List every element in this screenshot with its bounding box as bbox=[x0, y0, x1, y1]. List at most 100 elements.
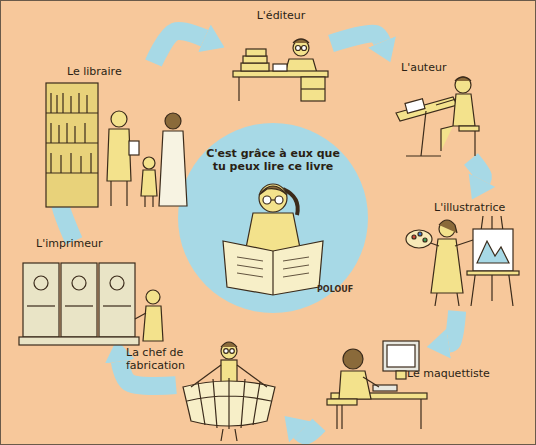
reader-illustration-part bbox=[263, 196, 271, 204]
layout-artist-illustration-part bbox=[341, 405, 342, 429]
production-manager-illustration-part bbox=[221, 342, 237, 347]
flow-arrow bbox=[471, 159, 483, 180]
author-illustration-part bbox=[436, 99, 456, 105]
reader-illustration-part bbox=[283, 189, 298, 215]
bookseller-illustration-part bbox=[126, 181, 127, 206]
bookseller-illustration-part bbox=[152, 196, 153, 207]
illustrator-illustration-part bbox=[418, 232, 422, 236]
printer-illustration-part bbox=[72, 276, 86, 290]
role-station: L'illustratrice bbox=[406, 201, 526, 311]
editor-illustration-part bbox=[241, 63, 269, 71]
editor-illustration-part bbox=[233, 71, 328, 77]
illustrator-illustration-part bbox=[406, 230, 432, 248]
bookseller-illustration-part bbox=[144, 196, 145, 207]
production-manager-illustration-part bbox=[230, 349, 235, 354]
layout-artist-illustration-part bbox=[343, 349, 363, 369]
printer-illustration-part bbox=[110, 276, 124, 290]
illustrator-illustration-part bbox=[473, 229, 513, 271]
production-manager-illustration-part bbox=[235, 429, 237, 441]
bookseller-illustration-part bbox=[110, 181, 111, 206]
bookseller-illustration-part bbox=[141, 170, 157, 196]
layout-artist-illustration-part bbox=[420, 399, 421, 429]
reader-illustration-part bbox=[243, 213, 303, 263]
production-manager-illustration-part bbox=[183, 381, 275, 426]
illustrator-illustration-part bbox=[477, 241, 509, 263]
author-illustration-part bbox=[459, 126, 479, 131]
editor-illustration-part bbox=[273, 64, 287, 71]
editor-illustration-part bbox=[285, 59, 317, 73]
layout-artist-illustration-part bbox=[339, 371, 371, 399]
editor-illustration-part bbox=[293, 40, 309, 56]
bookseller-illustration-part bbox=[107, 129, 131, 181]
printer-illustration-part bbox=[135, 313, 146, 319]
illustrator-illustration bbox=[406, 216, 519, 306]
reader-illustration-part bbox=[237, 257, 309, 277]
layout-artist-illustration bbox=[327, 341, 427, 429]
reader-illustration-part bbox=[259, 186, 287, 195]
layout-artist-illustration-part bbox=[373, 385, 397, 391]
printer-illustration-part bbox=[19, 337, 139, 345]
message-text: C'est grâce à eux que tu peux lire ce li… bbox=[200, 147, 346, 173]
author-illustration-part bbox=[405, 99, 425, 113]
flow-arrow bbox=[59, 191, 74, 241]
author-illustration-part bbox=[421, 111, 426, 156]
illustrator-illustration-part bbox=[455, 239, 476, 246]
reader-illustration-part bbox=[223, 241, 323, 295]
author-illustration-part bbox=[455, 77, 471, 81]
printer-illustration-part bbox=[61, 263, 97, 337]
layout-artist-illustration-part bbox=[331, 393, 427, 399]
bookseller-illustration-part bbox=[46, 83, 98, 207]
role-label: L'auteur bbox=[401, 61, 471, 74]
role-label: Le libraire bbox=[67, 65, 157, 78]
editor-illustration bbox=[233, 39, 328, 101]
role-station: L'auteur bbox=[389, 59, 484, 159]
illustrator-illustration-part bbox=[467, 271, 519, 275]
editor-illustration-part bbox=[296, 46, 301, 51]
author-illustration bbox=[396, 77, 479, 156]
printer-illustration-part bbox=[143, 306, 163, 341]
editor-illustration-part bbox=[302, 46, 307, 51]
printer-illustration-part bbox=[23, 263, 59, 337]
illustrator-illustration-part bbox=[431, 239, 463, 293]
illustrator-illustration-part bbox=[439, 220, 457, 233]
role-label: L'éditeur bbox=[246, 9, 316, 22]
author-illustration-part bbox=[406, 155, 441, 156]
editor-illustration-part bbox=[293, 39, 309, 43]
author-illustration-part bbox=[455, 77, 471, 93]
role-label: L'imprimeur bbox=[36, 237, 126, 250]
printer-illustration bbox=[19, 263, 163, 345]
illustrator-illustration-part bbox=[412, 235, 416, 239]
editor-illustration-part bbox=[238, 77, 239, 101]
role-station: Le maquettiste bbox=[319, 331, 429, 431]
bookseller-illustration-part bbox=[159, 131, 187, 206]
role-station: La chef de fabrication bbox=[176, 336, 281, 441]
bookseller-illustration-part bbox=[111, 111, 127, 127]
illustrator-illustration-part bbox=[425, 241, 439, 246]
author-illustration-part bbox=[453, 94, 475, 126]
printer-illustration-part bbox=[103, 305, 131, 306]
printer-illustration-part bbox=[99, 263, 135, 337]
author-illustration-part bbox=[441, 126, 453, 151]
bookseller-illustration-part bbox=[165, 113, 181, 129]
layout-artist-illustration-part bbox=[327, 399, 357, 405]
printer-illustration-part bbox=[65, 305, 93, 306]
illustrator-illustration-part bbox=[423, 238, 427, 242]
printer-illustration-part bbox=[34, 276, 48, 290]
flow-arrow bbox=[300, 425, 319, 436]
role-station: L'éditeur bbox=[226, 7, 331, 102]
editor-illustration-part bbox=[301, 77, 325, 101]
illustrator-illustration-part bbox=[457, 293, 459, 306]
flow-arrow bbox=[449, 311, 458, 344]
production-manager-illustration bbox=[183, 342, 275, 441]
illustrator-illustration-part bbox=[471, 216, 483, 306]
circle-fill bbox=[178, 123, 368, 313]
layout-artist-illustration-part bbox=[387, 345, 415, 367]
role-label: L'illustratrice bbox=[434, 201, 524, 214]
role-station: Le libraire bbox=[41, 63, 191, 173]
layout-artist-illustration-part bbox=[383, 341, 419, 371]
bookseller-illustration bbox=[46, 83, 187, 207]
